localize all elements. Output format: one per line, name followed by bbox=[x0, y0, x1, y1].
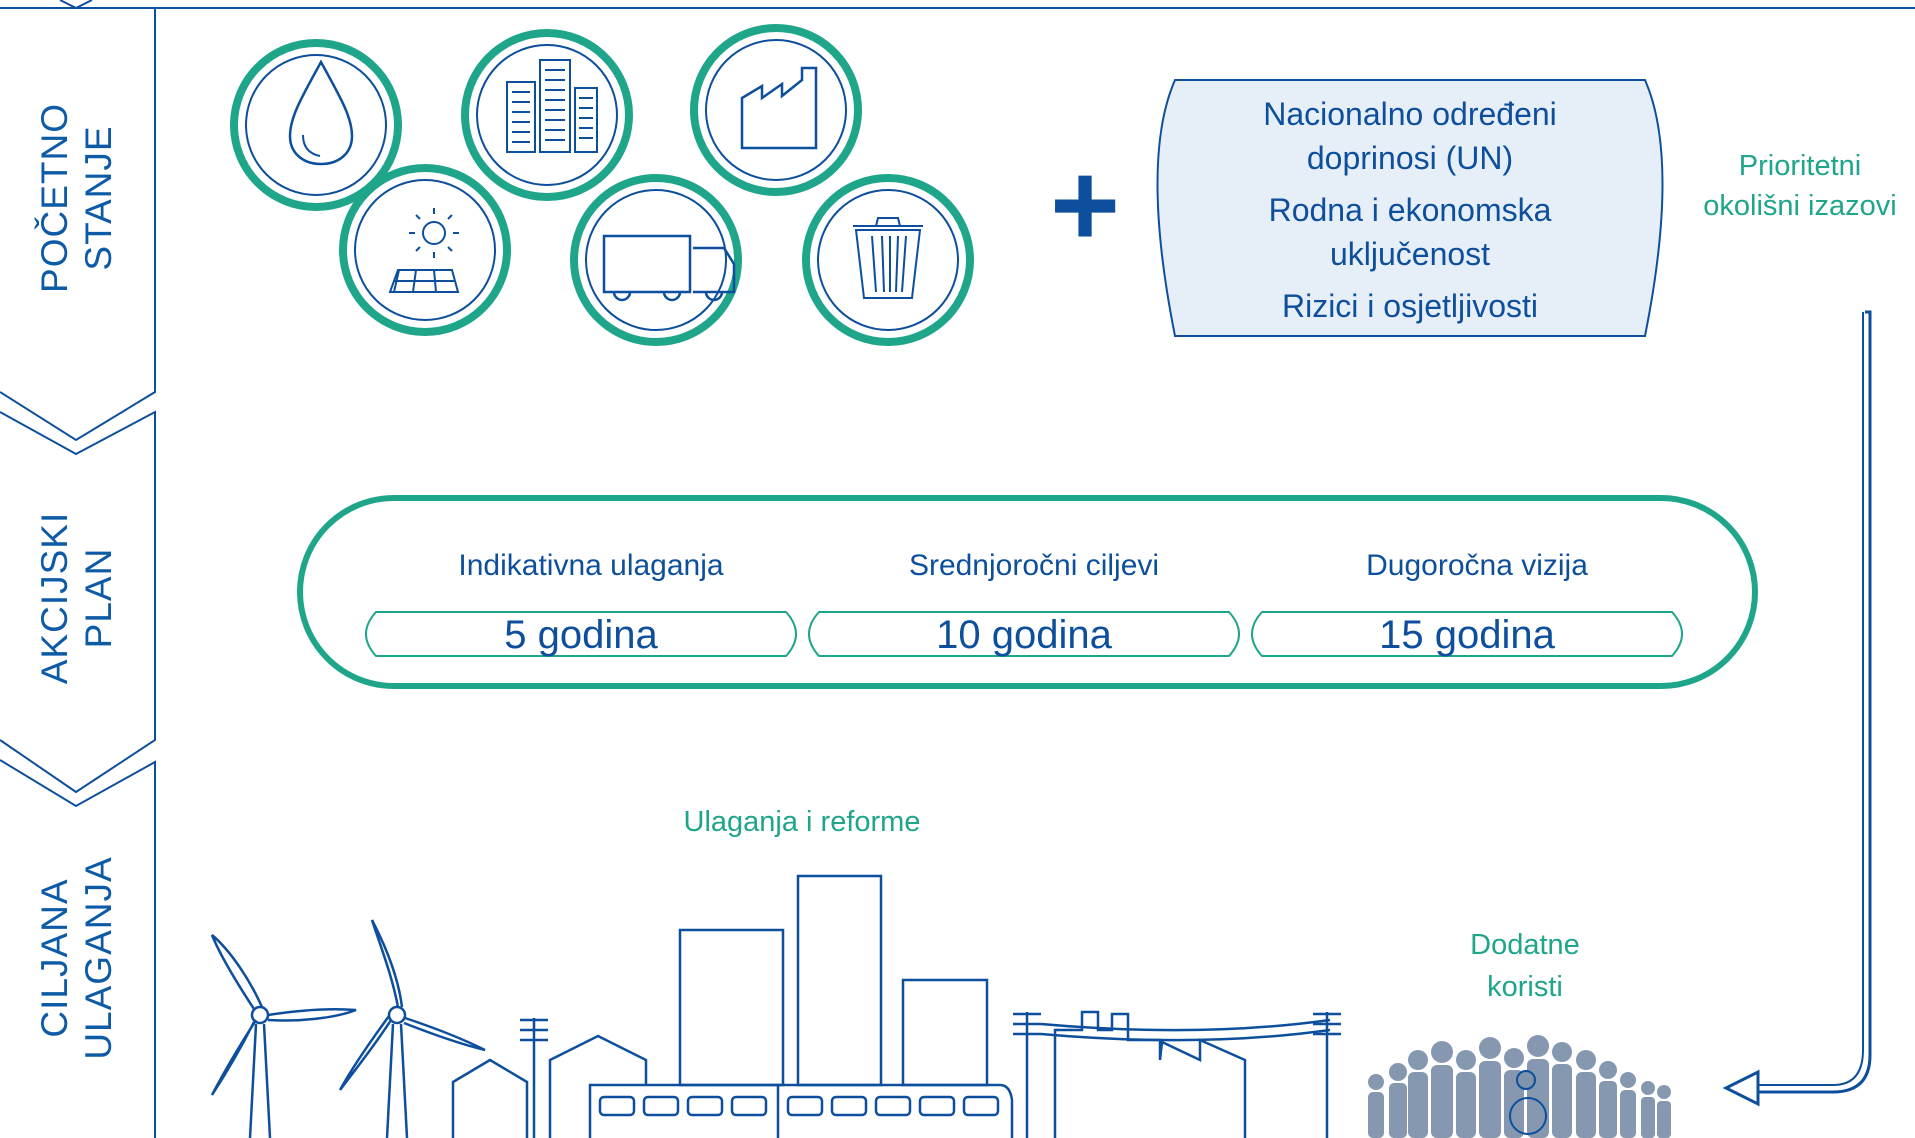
connector-line-inner bbox=[1758, 312, 1864, 1086]
chevron-pocetno bbox=[0, 8, 156, 442]
pill-10 bbox=[808, 611, 1240, 657]
plan-period-2: 10 godina bbox=[936, 613, 1112, 657]
pill-5 bbox=[365, 611, 797, 657]
people-crowd-icon bbox=[1368, 1035, 1671, 1138]
person-icon bbox=[1408, 1050, 1428, 1138]
wind-turbine-icon bbox=[338, 919, 486, 1138]
stage-label-ciljana: CILJANA ULAGANJA bbox=[34, 856, 119, 1060]
person-icon bbox=[1576, 1050, 1596, 1138]
benefits-label: Dodatne koristi bbox=[1470, 929, 1580, 1003]
plan-title-1: Indikativna ulaganja bbox=[458, 549, 724, 582]
period-pills bbox=[365, 611, 1683, 657]
chevron-ciljana bbox=[0, 759, 156, 1138]
commitment-line: Rizici i osjetljivosti bbox=[1281, 288, 1539, 324]
stage-chevrons bbox=[0, 0, 156, 1138]
house-icon bbox=[451, 1058, 529, 1138]
person-icon bbox=[1504, 1048, 1524, 1138]
stage-label-pocetno: POČETNO STANJE bbox=[34, 103, 119, 293]
person-icon bbox=[1552, 1042, 1572, 1138]
person-icon bbox=[1389, 1063, 1407, 1138]
utility-pole-icon bbox=[1313, 1012, 1341, 1138]
person-icon bbox=[1657, 1085, 1671, 1138]
connector-line bbox=[1758, 310, 1872, 1094]
commitment-line: Nacionalno određeni bbox=[1263, 96, 1557, 132]
pill-15 bbox=[1251, 611, 1683, 657]
factory-icon bbox=[1053, 1010, 1247, 1138]
plan-period-1: 5 godina bbox=[504, 613, 658, 657]
chevron-akcijski bbox=[0, 410, 156, 794]
water-drop-icon bbox=[230, 39, 402, 211]
commitment-line: Rodna i ekonomska bbox=[1268, 192, 1552, 228]
wheelchair-icon bbox=[1509, 1070, 1547, 1135]
solar-panel-icon bbox=[339, 164, 511, 336]
priority-label: Prioritetni okolišni izazovi bbox=[1703, 150, 1897, 222]
buildings-icon bbox=[461, 29, 633, 201]
person-icon bbox=[1431, 1041, 1453, 1138]
person-icon bbox=[1620, 1072, 1636, 1138]
warehouse-icon bbox=[548, 1034, 648, 1138]
stage-label-akcijski: AKCIJSKI PLAN bbox=[34, 511, 119, 685]
plan-period-3: 15 godina bbox=[1379, 613, 1555, 657]
person-icon bbox=[1479, 1037, 1501, 1138]
tower-icon bbox=[678, 928, 785, 1087]
arrow-head-icon bbox=[1722, 1069, 1760, 1107]
action-plan-frame bbox=[297, 495, 1758, 689]
person-icon bbox=[1456, 1050, 1476, 1138]
utility-pole-icon bbox=[520, 1018, 548, 1138]
plus-sign: + bbox=[1049, 138, 1121, 272]
commitments-box bbox=[1156, 79, 1664, 337]
train-icon bbox=[588, 1083, 1014, 1138]
commitments-text: Nacionalno određeni doprinosi (UN) Rodna… bbox=[1175, 92, 1645, 328]
truck-icon bbox=[570, 174, 742, 346]
person-icon bbox=[1368, 1074, 1384, 1138]
wind-turbine-icon bbox=[210, 934, 357, 1138]
plan-title-2: Srednjoročni ciljevi bbox=[908, 549, 1160, 582]
trash-bin-icon bbox=[802, 174, 974, 346]
person-icon bbox=[1599, 1061, 1617, 1138]
commitment-line: uključenost bbox=[1329, 236, 1491, 272]
investments-label: Ulaganja i reforme bbox=[683, 806, 921, 838]
infrastructure-illustration bbox=[210, 874, 1341, 1138]
tower-icon bbox=[796, 874, 883, 1087]
tower-icon bbox=[901, 978, 989, 1087]
utility-pole-icon bbox=[1013, 1012, 1041, 1138]
chevron-top-notch bbox=[59, 0, 93, 10]
commitment-line: doprinosi (UN) bbox=[1306, 140, 1514, 176]
person-icon bbox=[1641, 1081, 1655, 1138]
plan-title-3: Dugoročna vizija bbox=[1366, 549, 1588, 582]
factory-icon bbox=[690, 24, 862, 196]
